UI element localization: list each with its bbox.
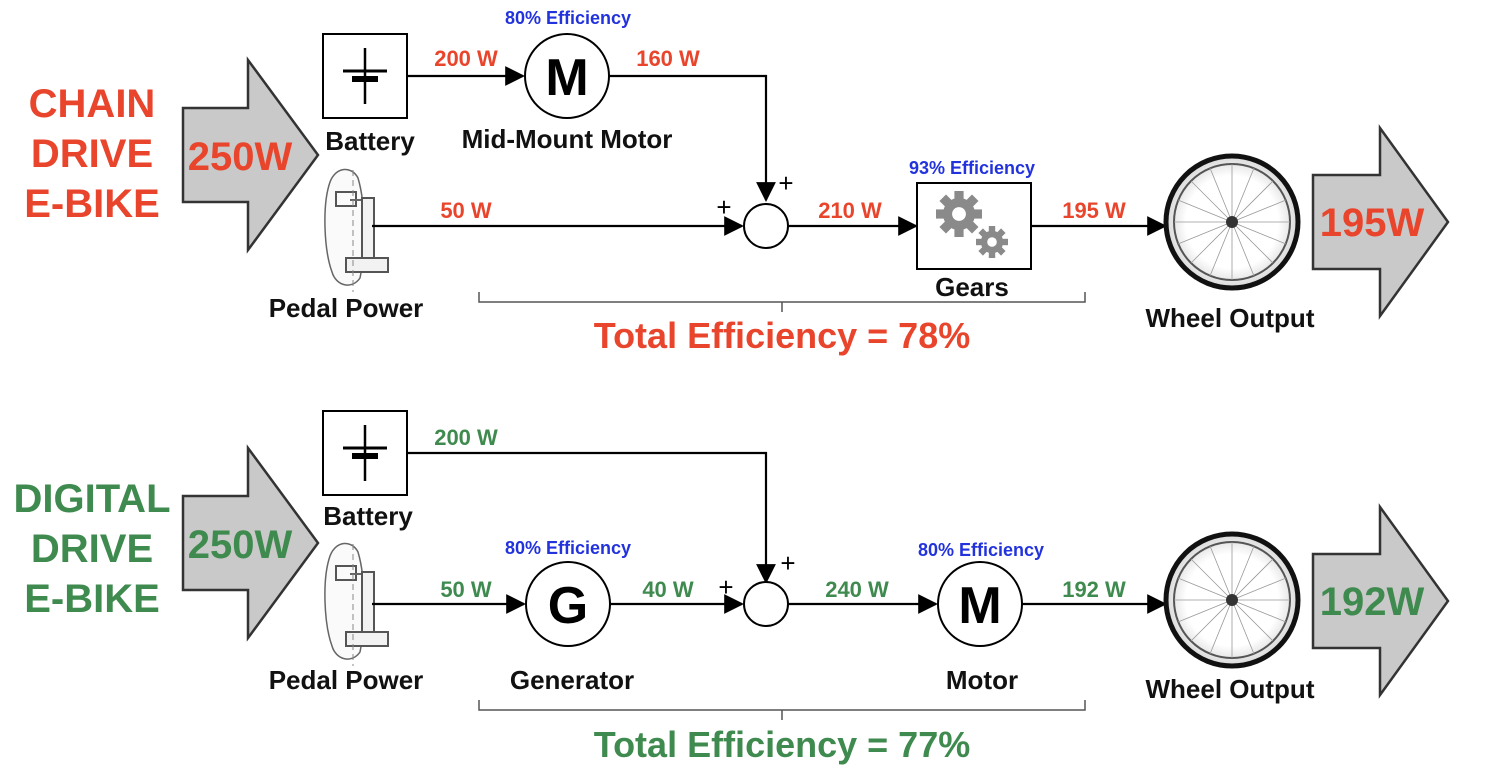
chain-motor-efficiency: 80% Efficiency: [505, 8, 631, 28]
chain-gears-power: 195 W: [1062, 198, 1126, 223]
digital-total-efficiency: Total Efficiency = 77%: [594, 724, 970, 765]
chain-gears-efficiency: 93% Efficiency: [909, 158, 1035, 178]
digital-pedal-label: Pedal Power: [269, 665, 424, 695]
digital-title-line1: DIGITAL: [13, 477, 170, 521]
digital-sum-junction: [743, 581, 789, 627]
chain-title-line2: DRIVE: [31, 132, 153, 176]
chain-output-arrow-icon: [1311, 124, 1450, 320]
digital-output-power: 192W: [1320, 580, 1425, 624]
chain-output-power: 195W: [1320, 201, 1425, 245]
chain-pedal-label: Pedal Power: [269, 293, 424, 323]
digital-plus-top: +: [780, 548, 795, 578]
digital-motor-label: Motor: [946, 665, 1018, 695]
chain-sum-junction: [743, 203, 789, 249]
chain-efficiency-brace: [478, 292, 1086, 312]
pedal-crank-icon: [324, 168, 389, 292]
digital-generator-label: Generator: [510, 665, 634, 695]
chain-drive-section: CHAIN DRIVE E-BIKE 250W Battery 200 W 80…: [24, 8, 1450, 356]
chain-sum-power: 210 W: [818, 198, 882, 223]
digital-efficiency-brace: [478, 700, 1086, 720]
digital-drive-section: DIGITAL DRIVE E-BIKE 250W Battery 200 W …: [13, 410, 1450, 765]
chain-motor-symbol: M: [545, 49, 588, 107]
digital-input-arrow-icon: [181, 444, 320, 642]
digital-input-power: 250W: [188, 523, 293, 567]
chain-wheel-label: Wheel Output: [1146, 303, 1315, 333]
chain-plus-top: +: [778, 168, 793, 198]
digital-battery-label: Battery: [323, 501, 413, 531]
battery-icon: [343, 48, 387, 104]
chain-motor-label: Mid-Mount Motor: [462, 124, 673, 154]
digital-battery-power: 200 W: [434, 425, 498, 450]
chain-input-arrow-icon: [181, 56, 320, 254]
digital-sum-power: 240 W: [825, 577, 889, 602]
chain-battery-power: 200 W: [434, 46, 498, 71]
digital-output-arrow-icon: [1311, 503, 1450, 699]
pedal-crank-icon: [324, 542, 389, 666]
battery-icon: [343, 425, 387, 481]
chain-input-power: 250W: [188, 135, 293, 179]
chain-title-line3: E-BIKE: [24, 182, 160, 226]
chain-pedal-power: 50 W: [440, 198, 492, 223]
digital-title-line3: E-BIKE: [24, 577, 160, 621]
digital-generator-symbol: G: [548, 577, 588, 635]
digital-generator-power: 40 W: [642, 577, 694, 602]
digital-wheel-label: Wheel Output: [1146, 674, 1315, 704]
digital-title-line2: DRIVE: [31, 527, 153, 571]
digital-motor-efficiency: 80% Efficiency: [918, 540, 1044, 560]
wheel-icon: [1163, 153, 1301, 291]
chain-plus-left: +: [716, 192, 731, 222]
digital-motor-power: 192 W: [1062, 577, 1126, 602]
chain-title-line1: CHAIN: [29, 82, 156, 126]
chain-gears-label: Gears: [935, 272, 1009, 302]
digital-generator-efficiency: 80% Efficiency: [505, 538, 631, 558]
digital-pedal-power: 50 W: [440, 577, 492, 602]
digital-motor-symbol: M: [958, 577, 1001, 635]
digital-plus-left: +: [718, 572, 733, 602]
chain-battery-label: Battery: [325, 126, 415, 156]
chain-total-efficiency: Total Efficiency = 78%: [594, 315, 970, 356]
chain-motor-power: 160 W: [636, 46, 700, 71]
wheel-icon: [1163, 531, 1301, 669]
